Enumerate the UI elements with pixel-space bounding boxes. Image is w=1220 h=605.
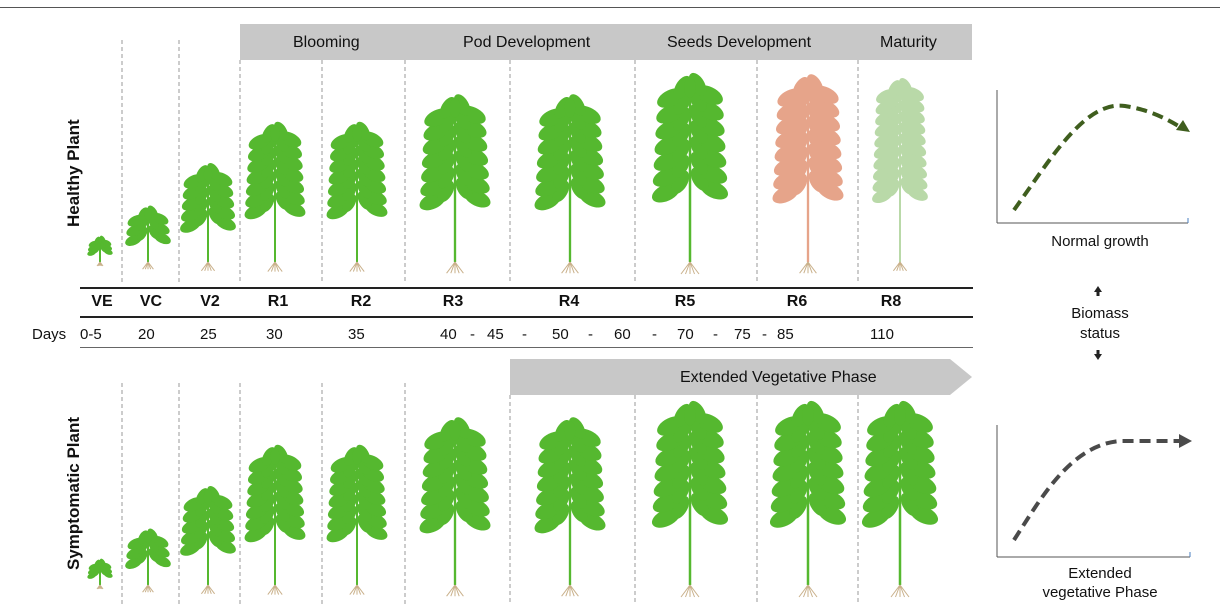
- phase-pod-development: Pod Development: [463, 34, 591, 51]
- healthy-plant-v2: [180, 163, 236, 272]
- healthy-plant-r5: [651, 72, 729, 275]
- healthy-plant-r2: [326, 121, 388, 272]
- banner-arrow-icon: [950, 359, 972, 395]
- day-value: 35: [348, 326, 365, 343]
- healthy-plant-ve: [87, 235, 113, 267]
- biomass-label-line2: status: [1079, 325, 1121, 342]
- day-value: 85: [777, 326, 794, 343]
- stage-vc: VC: [139, 293, 163, 310]
- phase-maturity: Maturity: [880, 34, 937, 51]
- stage-separators: [121, 40, 859, 605]
- stage-v2: V2: [200, 293, 220, 310]
- day-value: 45: [487, 326, 504, 343]
- stage-ve: VE: [91, 293, 113, 310]
- day-value: 0-5: [80, 326, 102, 343]
- normal-growth-caption: Normal growth: [1051, 233, 1149, 250]
- symptomatic-plant-r6: [769, 400, 847, 598]
- day-value: -: [762, 326, 767, 343]
- healthy-plant-r6: [772, 74, 844, 274]
- symptomatic-plant-r8: [861, 400, 939, 598]
- day-value: 40: [440, 326, 457, 343]
- day-value: -: [522, 326, 527, 343]
- healthy-plant-vc: [125, 205, 171, 270]
- day-value: 60: [614, 326, 631, 343]
- down-arrow-icon: [1094, 354, 1102, 360]
- healthy-plant-r1: [244, 121, 306, 272]
- day-value: -: [588, 326, 593, 343]
- phase-banner: [240, 24, 972, 60]
- stage-r2: R2: [350, 293, 372, 310]
- symptomatic-plant-ve: [87, 558, 113, 590]
- day-value: 25: [200, 326, 217, 343]
- healthy-plant-r3: [419, 94, 491, 274]
- symptomatic-plant-r4: [534, 417, 606, 597]
- day-value: -: [713, 326, 718, 343]
- symptomatic-plants: [87, 400, 939, 598]
- days-label: Days: [32, 326, 67, 343]
- day-value: 70: [677, 326, 694, 343]
- stage-r3: R3: [442, 293, 464, 310]
- extended-caption-line2: vegetative Phase: [1042, 584, 1158, 601]
- stage-r1: R1: [267, 293, 289, 310]
- day-value: -: [470, 326, 475, 343]
- day-value: -: [652, 326, 657, 343]
- up-arrow-icon: [1094, 286, 1102, 292]
- stage-r4: R4: [558, 293, 580, 310]
- day-value: 30: [266, 326, 283, 343]
- extended-phase-banner: [510, 359, 950, 395]
- extended-phase-label: Extended Vegetative Phase: [680, 369, 877, 386]
- symptomatic-plant-vc: [125, 528, 171, 593]
- day-value: 20: [138, 326, 155, 343]
- extended-phase-chart: [996, 425, 1192, 558]
- table-bottom-rule: [80, 347, 973, 348]
- healthy-plants: [87, 72, 928, 275]
- healthy-plant-r8: [872, 78, 928, 272]
- top-rule: [0, 7, 1220, 8]
- extended-caption-line1: Extended: [1068, 565, 1132, 582]
- symptomatic-plant-r1: [244, 444, 306, 595]
- day-value: 110: [870, 326, 894, 343]
- day-value: 50: [552, 326, 569, 343]
- symptomatic-plant-r3: [419, 417, 491, 597]
- day-value: 75: [734, 326, 751, 343]
- healthy-plant-r4: [534, 94, 606, 274]
- symptomatic-plant-r5: [651, 400, 729, 598]
- table-mid-rule: [80, 316, 973, 318]
- normal-growth-chart: [996, 90, 1190, 224]
- stage-r6: R6: [786, 293, 808, 310]
- stage-r5: R5: [674, 293, 696, 310]
- biomass-label-line1: Biomass: [1071, 305, 1129, 322]
- phase-blooming: Blooming: [293, 34, 360, 51]
- phase-seeds-development: Seeds Development: [667, 34, 812, 51]
- stage-r8: R8: [880, 293, 902, 310]
- symptomatic-plant-v2: [180, 486, 236, 595]
- symptomatic-plant-r2: [326, 444, 388, 595]
- table-top-rule: [80, 287, 973, 289]
